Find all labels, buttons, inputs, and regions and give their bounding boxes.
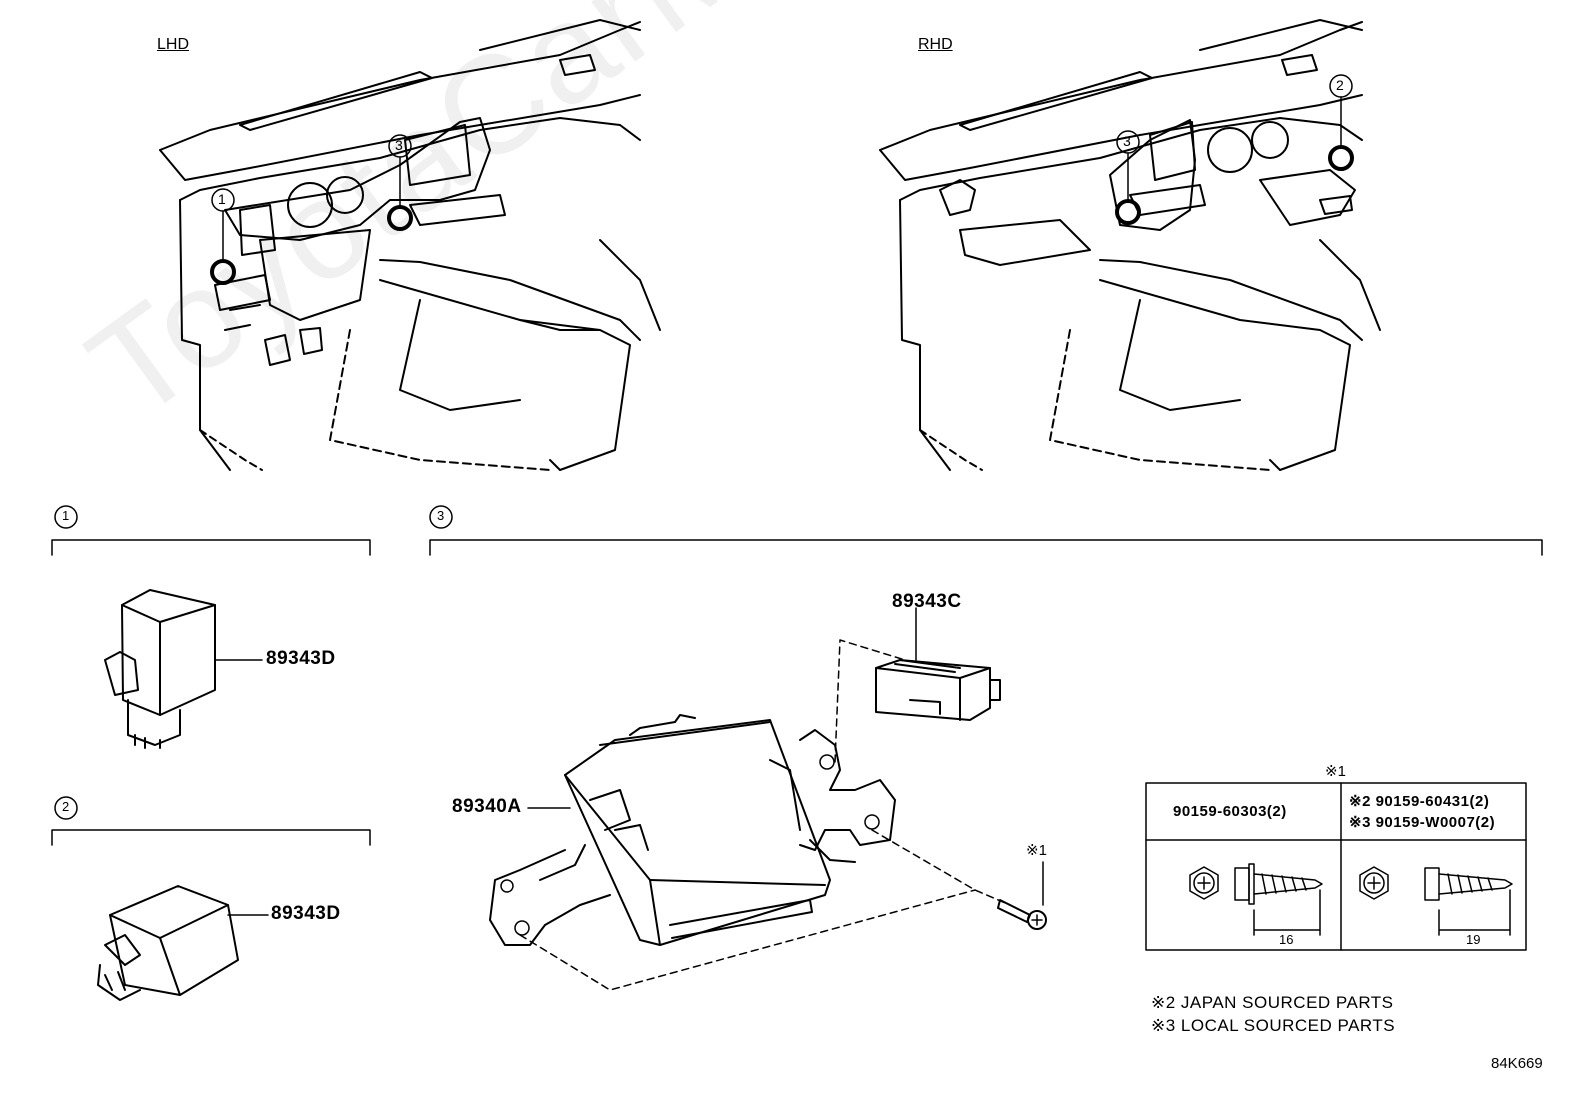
rhd-callout-3: 3 [1123, 133, 1131, 149]
sensor-1-illustration [104, 589, 263, 749]
lhd-callout-markers [210, 134, 413, 285]
table-dim-16: 16 [1279, 932, 1294, 947]
part-number-connector: 89343C [892, 591, 962, 612]
fastener-table [1145, 782, 1527, 951]
lhd-view-label: LHD [157, 36, 190, 53]
section-brackets [51, 505, 1543, 846]
table-col1-part: 90159-60303(2) [1173, 803, 1287, 820]
connector-illustration [875, 607, 1001, 721]
assembly-lines [519, 639, 1011, 991]
section-1-marker: 1 [62, 508, 70, 523]
ecu-illustration [489, 714, 896, 946]
note-local-sourced: ※3 LOCAL SOURCED PARTS [1151, 1016, 1396, 1035]
bolt-illustration [997, 861, 1047, 930]
rhd-view-label: RHD [918, 36, 953, 53]
table-col2-part-local: ※3 90159-W0007(2) [1349, 814, 1496, 831]
lhd-dashboard-illustration [159, 19, 661, 471]
rhd-callout-2: 2 [1336, 77, 1344, 93]
rhd-dashboard-illustration [879, 19, 1381, 471]
fastener-reference-mark: ※1 [1026, 842, 1047, 859]
section-2-marker: 2 [62, 799, 70, 814]
diagram-code: 84K669 [1491, 1055, 1543, 1072]
lhd-callout-1: 1 [218, 191, 226, 207]
table-header-reference: ※1 [1325, 763, 1346, 780]
sensor-2-illustration [97, 885, 269, 1001]
section-3-marker: 3 [437, 508, 445, 523]
table-dim-19: 19 [1466, 932, 1481, 947]
lhd-callout-3: 3 [395, 137, 403, 153]
bolt-spec-1-drawing [1189, 863, 1323, 936]
rhd-callout-markers [1115, 74, 1354, 225]
note-japan-sourced: ※2 JAPAN SOURCED PARTS [1151, 993, 1394, 1012]
part-number-ecu: 89340A [452, 796, 522, 817]
bolt-spec-2-drawing [1359, 866, 1513, 936]
part-number-sensor-2: 89343D [271, 903, 341, 924]
table-col2-part-japan: ※2 90159-60431(2) [1349, 793, 1490, 810]
part-number-sensor-1: 89343D [266, 648, 336, 669]
